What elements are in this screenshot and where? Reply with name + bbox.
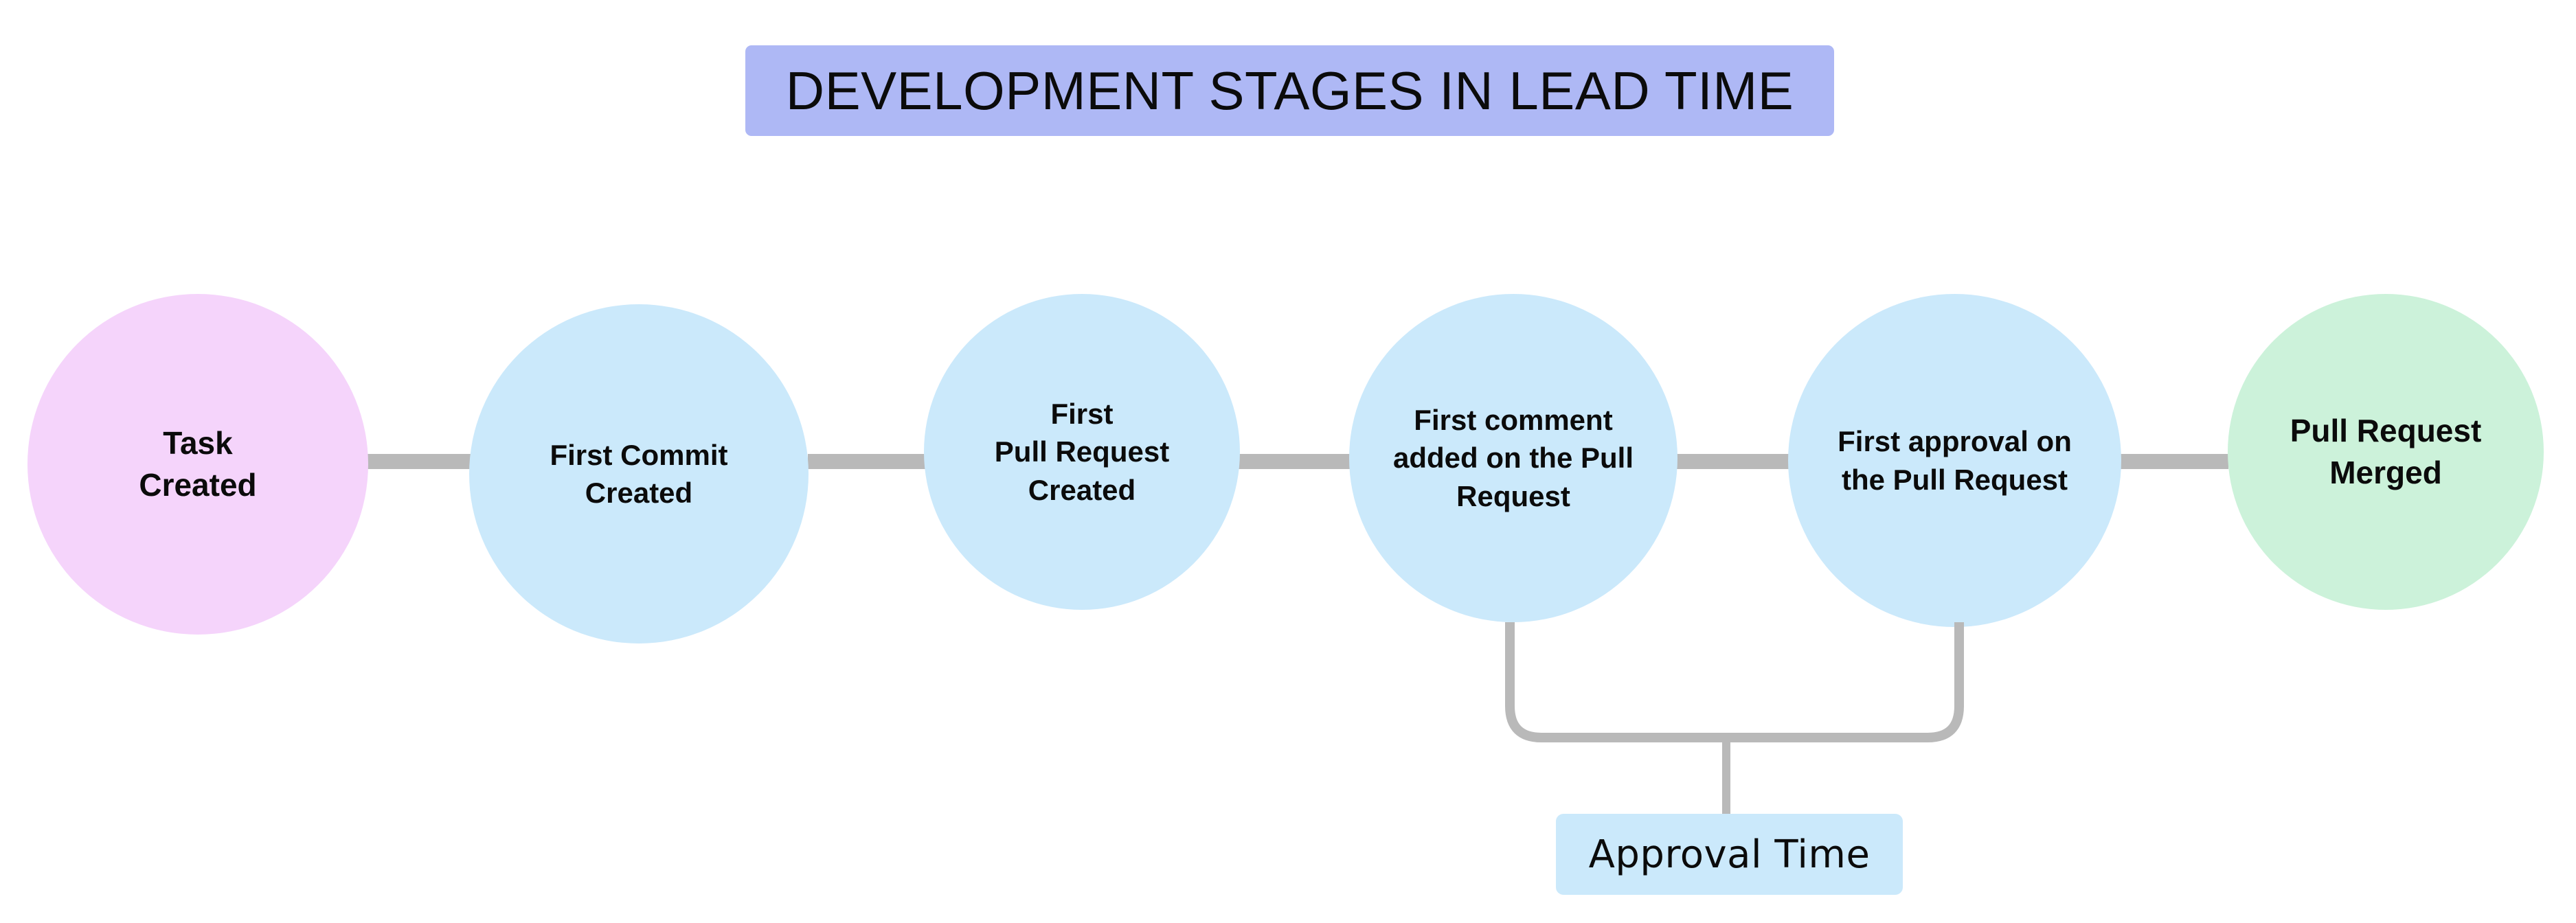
connector-rail-2 — [808, 454, 926, 469]
connector-rail-4 — [1676, 454, 1789, 469]
stage-node-first-commit[interactable]: First Commit Created — [469, 304, 809, 643]
approval-time-bracket — [1498, 618, 1971, 755]
approval-time-label: Approval Time — [1588, 832, 1871, 877]
stage-node-pull-request-merged[interactable]: Pull Request Merged — [2228, 294, 2544, 610]
stage-label: First approval on the Pull Request — [1838, 425, 2072, 496]
stage-node-first-comment[interactable]: First comment added on the Pull Request — [1349, 294, 1677, 622]
stage-node-first-approval[interactable]: First approval on the Pull Request — [1788, 294, 2121, 627]
stage-label: Pull Request Merged — [2290, 413, 2482, 490]
connector-rail-3 — [1236, 454, 1351, 469]
stage-label: First Commit Created — [550, 438, 728, 509]
approval-time-stem — [1722, 737, 1730, 818]
stage-label: First comment added on the Pull Request — [1392, 403, 1634, 512]
diagram-title-banner: DEVELOPMENT STAGES IN LEAD TIME — [745, 45, 1834, 136]
connector-rail-1 — [364, 454, 474, 469]
stage-node-task-created[interactable]: Task Created — [27, 294, 368, 635]
approval-time-chip[interactable]: Approval Time — [1556, 814, 1903, 895]
stage-label: First Pull Request Created — [994, 397, 1170, 506]
connector-rail-5 — [2120, 454, 2228, 469]
stage-label: Task Created — [139, 425, 257, 503]
page-title: DEVELOPMENT STAGES IN LEAD TIME — [785, 60, 1794, 121]
stage-node-first-pull-request[interactable]: First Pull Request Created — [924, 294, 1240, 610]
